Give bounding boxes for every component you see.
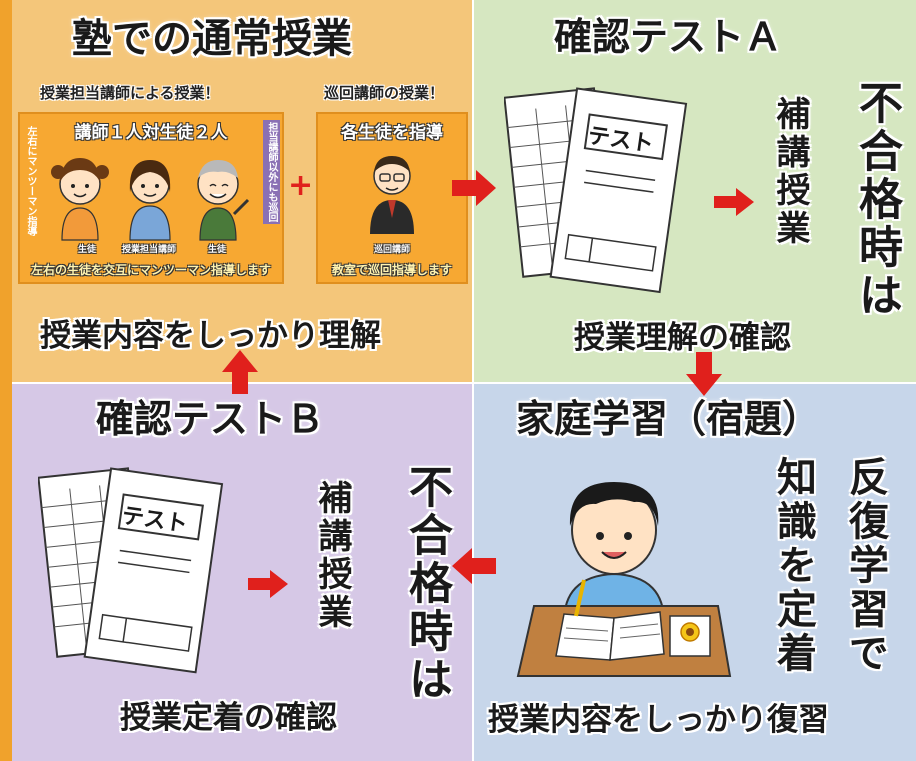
panel-test-a: 確認テストＡ テスト 補講授業 不合格 [474,0,916,382]
arrow-to-juku-icon [222,350,258,394]
child-studying-illustration [516,482,732,677]
panel-title: 塾での通常授業 [72,16,352,62]
side-note-left: 左右にマンツーマン指導 [22,124,39,238]
side-note-right: 担当講師以外にも巡回 [263,120,280,224]
patrol-class-label: 巡回講師の授業！ [324,84,445,102]
teacher-class-label: 授業担当講師による授業！ [40,84,220,102]
if-fail-label: 不合格時は [401,464,452,704]
teacher-icon [129,160,171,241]
right-arrow-icon [714,188,754,216]
test-paper-icon [504,87,688,294]
panel-title: 確認テストＡ [554,15,783,59]
knowledge-label: 知識を定着 [770,456,816,676]
panel-title: 確認テストＢ [96,397,325,441]
person-label-teacher: 授業担当講師 [122,245,177,255]
arrow-to-test-b-icon [452,548,496,584]
box-heading: 講師１人対生徒２人 [74,123,228,143]
student-girl-icon [51,158,109,241]
student-boy-icon [197,160,250,241]
panel-title: 家庭学習（宿題） [516,397,821,441]
one-to-two-box: 講師１人対生徒２人 左右にマンツーマン指導 担当講師以外にも巡回 [18,112,284,284]
students-and-teacher-illustration [51,158,250,241]
arrow-to-home-study-icon [686,352,722,396]
box-footer: 教室で巡回指導します [331,263,452,277]
remedial-class-label: 補講授業 [312,480,352,632]
panel-subtitle: 授業定着の確認 [120,700,337,736]
person-label-student-2: 生徒 [208,245,227,255]
panel-subtitle: 授業内容をしっかり理解 [40,318,381,354]
patrol-teacher-box: 各生徒を指導 巡回講師 教室で巡回指導します [316,112,468,284]
person-label-student-1: 生徒 [78,245,97,255]
if-fail-label: 不合格時は [851,80,902,320]
box-heading: 各生徒を指導 [341,123,443,143]
panel-juku-class: 塾での通常授業 授業担当講師による授業！ 巡回講師の授業！ 講師１人対生徒２人 … [12,0,472,382]
box-footer: 左右の生徒を交互にマンツーマン指導します [30,263,271,277]
person-label-patrol: 巡回講師 [374,245,411,255]
repetition-label: 反復学習で [842,456,888,676]
plus-sign: + [288,168,314,203]
panel-subtitle: 授業理解の確認 [574,320,791,356]
panel-subtitle: 授業内容をしっかり復習 [488,702,829,738]
arrow-to-test-a-icon [452,170,496,206]
patrol-teacher-icon [370,156,414,234]
remedial-class-label: 補講授業 [770,96,810,248]
test-paper-icon [38,467,224,674]
panel-home-study: 家庭学習（宿題） 反復学習で 知識を定着 授業内容をしっかり復習 [474,384,916,761]
right-arrow-icon [248,570,288,598]
accent-bar [0,0,12,761]
panel-test-b: 確認テストＢ テスト 補講授業 不合格 [12,384,472,761]
